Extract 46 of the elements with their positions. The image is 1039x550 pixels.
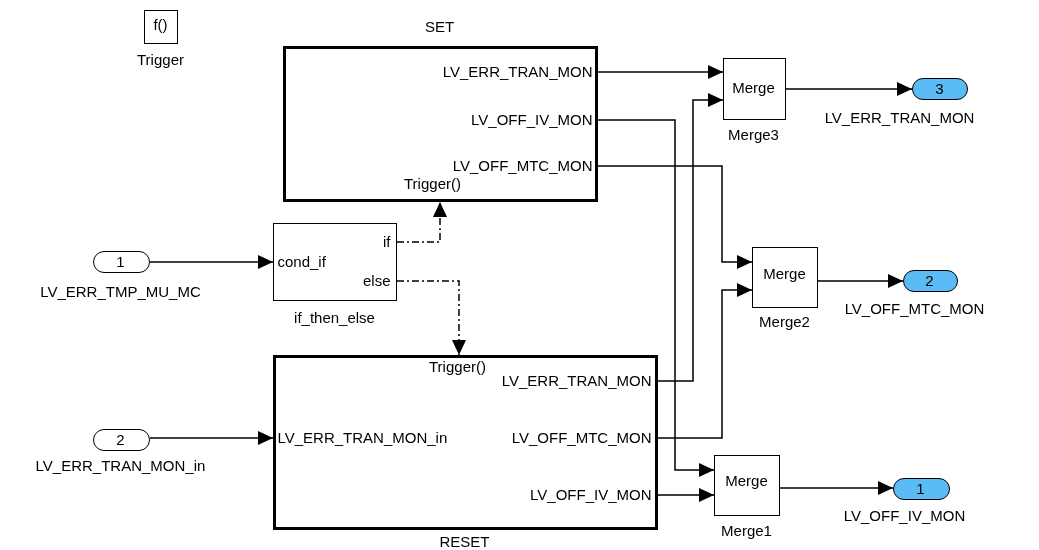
signal-arrow xyxy=(149,431,274,445)
block-name: Trigger xyxy=(137,50,184,69)
block-name: SET xyxy=(424,17,455,36)
signal-arrow xyxy=(597,65,724,79)
port-label: LV_ERR_TRAN_MON xyxy=(501,371,652,390)
block-name: Merge3 xyxy=(728,125,779,144)
port-name: LV_OFF_MTC_MON xyxy=(844,299,985,318)
port-label: LV_OFF_IV_MON xyxy=(471,110,593,129)
block-name: RESET xyxy=(439,532,490,550)
port-label: LV_ERR_TRAN_MON_in xyxy=(277,428,448,447)
block-symbol: Merge xyxy=(763,264,806,283)
block-symbol: f() xyxy=(153,15,168,34)
port-name: LV_ERR_TRAN_MON_in xyxy=(35,456,206,475)
port-label: cond_if xyxy=(277,252,326,271)
signal-arrow xyxy=(817,274,904,288)
port-label: LV_OFF_MTC_MON xyxy=(511,428,652,447)
block-symbol: Merge xyxy=(732,78,775,97)
port-label: Trigger() xyxy=(429,357,486,376)
signal-arrow xyxy=(597,119,715,477)
port-number: 2 xyxy=(925,271,934,290)
port-number: 1 xyxy=(116,252,125,271)
port-label: Trigger() xyxy=(404,174,461,193)
port-label: LV_OFF_IV_MON xyxy=(530,485,652,504)
block-name: if_then_else xyxy=(294,308,375,327)
port-name: LV_OFF_IV_MON xyxy=(843,506,966,525)
port-name: LV_ERR_TMP_MU_MC xyxy=(40,282,201,301)
port-label: if xyxy=(383,232,391,251)
signal-arrow xyxy=(657,283,753,439)
port-number: 2 xyxy=(116,430,125,449)
signal-arrow xyxy=(597,165,753,269)
signal-arrow xyxy=(657,488,715,502)
port-number: 1 xyxy=(916,479,925,498)
port-label: LV_OFF_MTC_MON xyxy=(452,156,593,175)
port-number: 3 xyxy=(935,79,944,98)
port-label: LV_ERR_TRAN_MON xyxy=(442,62,593,81)
block-name: Merge2 xyxy=(759,312,810,331)
trigger-signal-arrow xyxy=(396,201,447,243)
block-name: Merge1 xyxy=(721,521,772,540)
block-symbol: Merge xyxy=(725,471,768,490)
signal-arrow xyxy=(657,93,724,382)
signal-arrow xyxy=(785,82,913,96)
signal-arrow xyxy=(779,481,894,495)
port-label: else xyxy=(362,271,391,290)
signal-arrow xyxy=(149,255,274,269)
port-name: LV_ERR_TRAN_MON xyxy=(824,108,975,127)
trigger-signal-arrow xyxy=(396,280,466,356)
